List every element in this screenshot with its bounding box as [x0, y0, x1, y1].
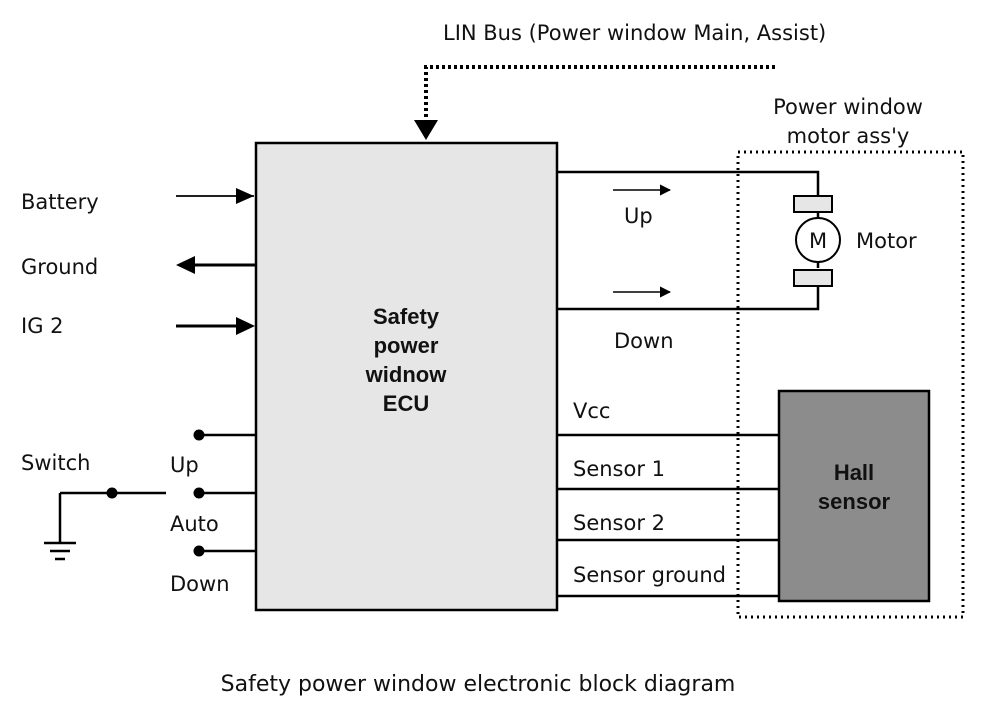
switch-position-up: Up [170, 453, 199, 477]
switch-symbol [58, 429, 256, 557]
motor-assembly-box [736, 150, 965, 619]
ground-label: Ground [21, 255, 98, 279]
battery-arrow [236, 188, 254, 204]
ecu-block [254, 141, 559, 612]
switch-label: Switch [21, 451, 90, 475]
ecu-label-line1: Safety [373, 304, 440, 329]
ig2-label: IG 2 [21, 314, 64, 338]
motor-icon [793, 195, 841, 287]
hall-sensor-label-line2: sensor [818, 489, 891, 514]
motor-assembly-label-line1: Power window [773, 95, 923, 119]
motor-assembly-label-line2: motor ass'y [787, 124, 910, 148]
ground-symbol-icon [44, 541, 76, 561]
lin-bus-line [414, 65, 775, 140]
switch-position-down: Down [170, 572, 230, 596]
sensor-line-vcc: Vcc [573, 399, 610, 423]
ecu-label-line2: power [374, 333, 439, 358]
motor-wiring [557, 170, 820, 311]
switch-position-auto: Auto [170, 512, 219, 536]
diagram-caption: Safety power window electronic block dia… [221, 672, 736, 697]
battery-label: Battery [21, 190, 99, 214]
sensor-line-ground: Sensor ground [573, 563, 726, 587]
hall-sensor-block [777, 389, 931, 603]
ecu-label-line4: ECU [383, 391, 429, 416]
down-line-label: Down [614, 329, 674, 353]
ecu-label-line3: widnow [365, 362, 448, 387]
sensor-line-sensor2: Sensor 2 [573, 511, 665, 535]
sensor-wiring [557, 433, 779, 598]
ig2-arrow [236, 317, 255, 335]
motor-symbol-text: M [809, 229, 827, 253]
lin-bus-label: LIN Bus (Power window Main, Assist) [443, 21, 826, 45]
motor-label: Motor [856, 229, 917, 253]
up-line-label: Up [624, 204, 653, 228]
sensor-line-sensor1: Sensor 1 [573, 457, 665, 481]
hall-sensor-label-line1: Hall [834, 460, 874, 485]
ground-arrow [176, 256, 195, 274]
